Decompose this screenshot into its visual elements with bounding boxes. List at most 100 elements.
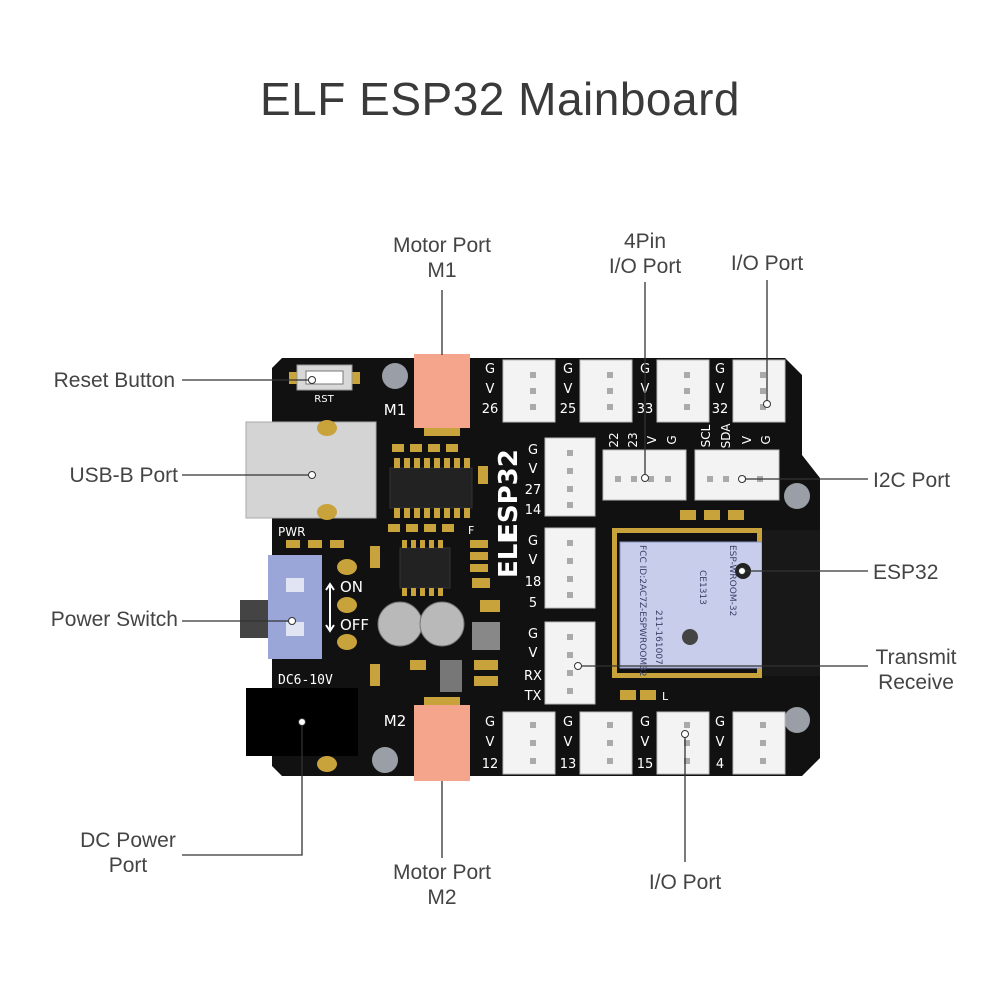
port-pin-silk: RX: [524, 669, 542, 684]
port-g-silk: G: [528, 534, 538, 549]
connector: [579, 711, 633, 775]
smd-parts: [370, 466, 744, 700]
callout-power-switch: Power Switch: [50, 608, 178, 631]
port-pin-silk: 14: [525, 503, 542, 518]
port-v-silk: V: [486, 735, 495, 750]
elf-brand: ELF: [494, 526, 524, 578]
m1-silk: M1: [384, 401, 407, 419]
leader-dot: [738, 567, 746, 575]
callout-usb-b-port: USB-B Port: [69, 464, 178, 487]
port-v-silk: V: [529, 646, 538, 661]
port-pin-silk: TX: [524, 689, 542, 704]
capacitor: [419, 601, 465, 647]
smd-row: [388, 444, 458, 532]
port-pin-silk: 5: [529, 596, 537, 611]
callout-motor-m2: Motor Port M2: [372, 860, 512, 910]
port-g-silk: G: [563, 362, 573, 377]
port-v-silk: V: [486, 382, 495, 397]
port-v-silk: V: [716, 735, 725, 750]
callout-io-port-top: I/O Port: [730, 252, 804, 275]
mounting-hole: [784, 707, 810, 733]
port-v-silk: V: [529, 462, 538, 477]
port-v-silk: V: [529, 553, 538, 568]
port-g-silk: G: [715, 362, 725, 377]
port-pin-silk: 13: [560, 757, 577, 772]
port-g-silk: G: [563, 715, 573, 730]
leader-dot: [763, 400, 771, 408]
leader-dot: [574, 662, 582, 670]
callout-text: 4Pin: [623, 230, 667, 253]
callout-motor-m1: Motor Port M1: [372, 233, 512, 283]
i2c-label: SDA: [719, 423, 733, 449]
mounting-hole: [784, 483, 810, 509]
off-silk: OFF: [340, 616, 369, 634]
callout-text: Transmit: [875, 646, 957, 669]
callout-text: Motor Port: [392, 861, 492, 884]
motor-port-m1: [414, 354, 470, 428]
port-v-silk: V: [716, 382, 725, 397]
reset-button: [289, 364, 360, 391]
dc-silk: DC6-10V: [278, 673, 333, 688]
i2c-label: G: [759, 435, 773, 444]
pin4-label: 22: [607, 432, 621, 447]
on-silk: ON: [340, 578, 363, 596]
i2c-label: SCL: [699, 424, 713, 447]
callout-text: DC Power: [80, 829, 176, 852]
port-pin-silk: 12: [482, 757, 499, 772]
connector: [502, 359, 556, 423]
connector: [656, 359, 710, 423]
port-v-silk: V: [564, 382, 573, 397]
callout-text: Port: [108, 854, 148, 877]
port-pin-silk: 26: [482, 402, 499, 417]
pin4-label: V: [645, 435, 659, 444]
rst-silk: RST: [314, 394, 334, 405]
connector: [732, 359, 786, 423]
port-pin-silk: 4: [716, 757, 724, 772]
leader-dc-power: [182, 722, 303, 856]
pin4-label: 23: [626, 432, 640, 447]
port-g-silk: G: [715, 715, 725, 730]
connector: [732, 711, 786, 775]
port-v-silk: V: [564, 735, 573, 750]
port-g-silk: G: [485, 715, 495, 730]
leader-lines: [182, 280, 868, 862]
port-g-silk: G: [528, 627, 538, 642]
usb-b-port: [245, 420, 377, 520]
connector: [579, 359, 633, 423]
port-g-silk: G: [528, 443, 538, 458]
module-text: ESP-WROOM-32: [727, 545, 737, 616]
callout-transmit-receive: Transmit Receive: [864, 645, 968, 695]
callout-text: M2: [427, 886, 457, 909]
callout-esp32: ESP32: [873, 561, 939, 584]
mounting-hole: [382, 363, 408, 389]
driver-ic: [389, 458, 473, 518]
leader-dot: [681, 730, 689, 738]
connector: [656, 711, 710, 775]
esp32-brand: ESP32: [494, 449, 524, 541]
port-g-silk: G: [485, 362, 495, 377]
callout-text: Motor Port: [392, 234, 492, 257]
leader-dot: [308, 471, 316, 479]
motor-port-m2: [414, 705, 470, 781]
port-pin-silk: 32: [712, 402, 729, 417]
callout-text: M1: [427, 259, 457, 282]
callout-reset-button: Reset Button: [53, 369, 175, 392]
port-pin-silk: 27: [525, 483, 542, 498]
port-pin-silk: 15: [637, 757, 654, 772]
leader-dot: [641, 474, 649, 482]
page-title: ELF ESP32 Mainboard: [260, 73, 740, 125]
regulator-ic: [399, 540, 451, 596]
antenna-area: [762, 530, 820, 676]
capacitor: [377, 601, 423, 647]
module-text: FCC ID:2AC7Z-ESPWROOM32: [637, 545, 647, 677]
port-v-silk: V: [641, 735, 650, 750]
leader-dot: [298, 718, 306, 726]
leader-dot: [308, 376, 316, 384]
port-pin-silk: 18: [525, 575, 542, 590]
callout-text: Receive: [878, 671, 954, 694]
callout-i2c-port: I2C Port: [873, 469, 951, 492]
port-pin-silk: 25: [560, 402, 577, 417]
callout-text: I/O Port: [608, 255, 682, 278]
callout-dc-power-port: DC Power Port: [58, 828, 198, 878]
bottom-io-ports: [502, 711, 786, 775]
